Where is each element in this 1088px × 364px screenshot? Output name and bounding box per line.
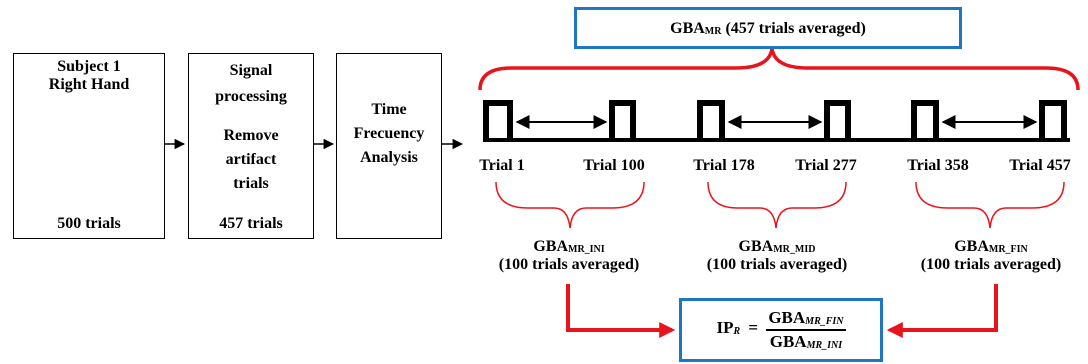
signal-processing-label: Signal processing: [189, 58, 313, 110]
signal-line1: Signal: [229, 62, 273, 79]
group-fin-detail: (100 trials averaged): [920, 256, 1062, 274]
remove-artifact-label: Remove artifact trials: [189, 124, 313, 196]
group-mid-sub: MR_MID: [773, 244, 816, 255]
trial-pulse-1: [483, 100, 513, 140]
trial-label-457: Trial 457: [1009, 157, 1071, 174]
trial-pulse-100: [609, 100, 636, 140]
time-frequency-label: Time Frecuency Analysis: [337, 98, 441, 170]
formula: IPR = GBAMR_FIN GBAMR_INI: [682, 308, 880, 351]
trial-pulse-277: [824, 100, 851, 140]
trial-label-178: Trial 178: [693, 157, 755, 174]
group-mid-detail: (100 trials averaged): [706, 256, 848, 274]
gba-mr-prefix: GBA: [670, 20, 705, 37]
trial-label-277: Trial 277: [795, 157, 857, 174]
subject-box: Subject 1 Right Hand 500 trials: [13, 53, 165, 239]
trial-label-1: Trial 1: [479, 157, 525, 174]
subject-title-line1: Subject 1: [57, 58, 121, 75]
group-ini-detail: (100 trials averaged): [498, 256, 640, 274]
group-label-mid: GBAMR_MID (100 trials averaged): [682, 238, 872, 275]
subject-title-line2: Right Hand: [48, 76, 130, 94]
gba-mr-label: GBAMR (457 trials averaged): [577, 20, 959, 38]
group-fin-sub: MR_FIN: [988, 244, 1028, 255]
remove-line: Remove: [223, 127, 279, 144]
formula-equals: =: [748, 318, 759, 338]
formula-numerator: GBAMR_FIN: [766, 308, 846, 331]
gba-mr-sub: MR: [704, 26, 722, 37]
brace-ini: [495, 181, 645, 229]
signal-line2: processing: [215, 88, 287, 105]
signal-trials: 457 trials: [219, 215, 283, 232]
trial-label-100: Trial 100: [583, 157, 645, 174]
brace-fin: [915, 181, 1065, 229]
formula-fraction: GBAMR_FIN GBAMR_INI: [766, 308, 846, 351]
formula-box: IPR = GBAMR_FIN GBAMR_INI: [679, 298, 883, 362]
trial-pulse-178: [697, 100, 725, 140]
trial-pulse-358: [911, 100, 939, 140]
brace-mid: [707, 181, 847, 229]
trial-pulse-457: [1039, 100, 1067, 140]
formula-lhs: IPR: [716, 318, 741, 338]
group-ini-sub: MR_INI: [568, 244, 605, 255]
trial-label-358: Trial 358: [907, 157, 969, 174]
arrow-ini-to-formula: [566, 284, 676, 338]
group-ini-prefix: GBA: [533, 238, 568, 255]
subject-title: Subject 1 Right Hand: [14, 58, 164, 95]
time-frequency-box: Time Frecuency Analysis: [336, 53, 442, 239]
artifact-line: artifact: [225, 151, 277, 168]
gba-mr-box: GBAMR (457 trials averaged): [574, 7, 962, 49]
subject-trials: 500 trials: [57, 215, 121, 232]
formula-denominator: GBAMR_INI: [769, 331, 843, 351]
trials-line: trials: [233, 175, 269, 192]
group-label-ini: GBAMR_INI (100 trials averaged): [474, 238, 664, 275]
signal-processing-box: Signal processing Remove artifact trials…: [188, 53, 314, 239]
arrow-fin-to-formula: [886, 284, 998, 338]
gba-mr-suffix: (457 trials averaged): [721, 20, 866, 37]
top-brace: [478, 47, 1080, 91]
tf-line3: Analysis: [360, 149, 418, 166]
tf-line2: Frecuency: [353, 125, 425, 142]
group-mid-prefix: GBA: [738, 238, 774, 255]
group-fin-prefix: GBA: [954, 238, 989, 255]
group-label-fin: GBAMR_FIN (100 trials averaged): [896, 238, 1086, 275]
tf-line1: Time: [371, 101, 407, 118]
